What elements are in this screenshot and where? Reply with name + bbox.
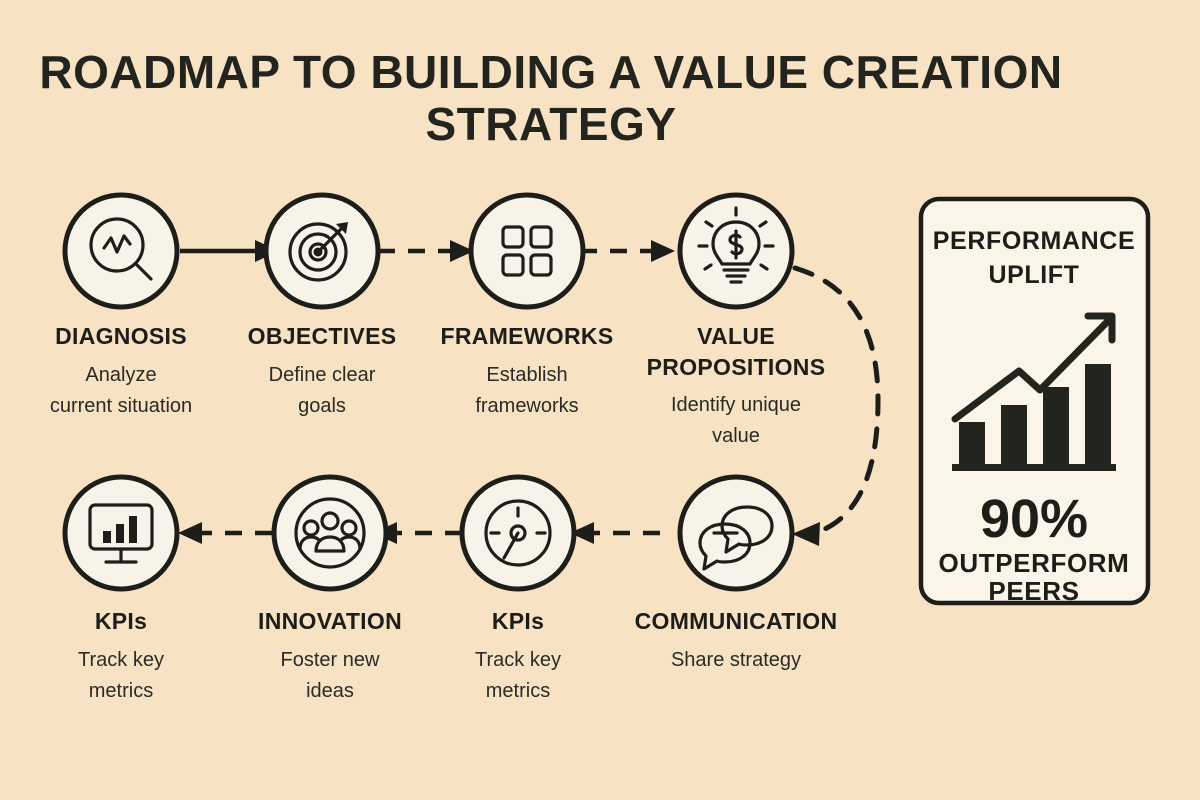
step-desc-value-propositions-line-2: value — [712, 425, 760, 447]
step-title-communication: COMMUNICATION — [635, 608, 838, 634]
step-node-value-propositions[interactable]: VALUE PROPOSITIONS Identify unique value — [647, 192, 826, 447]
step-desc-frameworks-line-1: Establish — [486, 364, 567, 386]
connector-objectives-to-frameworks — [378, 240, 474, 262]
chart-bar-3 — [1043, 387, 1069, 464]
step-title-objectives: OBJECTIVES — [248, 323, 397, 349]
monitor-chart-icon — [88, 503, 154, 564]
connector-communication-to-kpis-gauge — [570, 522, 660, 544]
chart-baseline — [952, 464, 1116, 471]
step-circle-innovation — [271, 474, 389, 592]
target-dart-icon — [288, 222, 348, 282]
step-title-innovation: INNOVATION — [258, 608, 402, 634]
step-node-frameworks[interactable]: FRAMEWORKS Establish frameworks — [441, 192, 614, 417]
step-desc-kpis-gauge-line-1: Track key — [475, 649, 561, 671]
step-desc-communication-line-1: Share strategy — [671, 649, 801, 671]
panel-stat-value: 90% — [980, 489, 1088, 549]
step-desc-objectives-line-1: Define clear — [269, 364, 376, 386]
step-circle-frameworks — [468, 192, 586, 310]
people-group-icon — [294, 497, 366, 569]
step-title-value-propositions-line-2: PROPOSITIONS — [647, 354, 826, 380]
step-desc-innovation-line-1: Foster new — [281, 649, 380, 671]
step-desc-innovation-line-2: ideas — [306, 680, 354, 702]
speech-bubbles-icon — [698, 505, 774, 571]
lightbulb-dollar-icon — [697, 206, 775, 284]
connector-innovation-to-kpis-monitor — [178, 522, 272, 544]
step-circle-diagnosis — [62, 192, 180, 310]
step-node-communication[interactable]: COMMUNICATION Share strategy — [635, 474, 838, 671]
page-title-line-1: ROADMAP TO BUILDING A VALUE CREATION — [39, 46, 1062, 98]
gauge-icon — [484, 499, 552, 567]
step-node-objectives[interactable]: OBJECTIVES Define clear goals — [248, 192, 397, 417]
chart-bar-1 — [959, 422, 985, 464]
step-title-frameworks: FRAMEWORKS — [441, 323, 614, 349]
grid-squares-icon — [501, 225, 553, 277]
performance-uplift-panel[interactable]: PERFORMANCE UPLIFT 90% OUTPERFORM PEERS — [918, 196, 1151, 606]
step-desc-kpis-gauge-line-2: metrics — [486, 680, 550, 702]
step-node-kpis-monitor[interactable]: KPIs Track key metrics — [62, 474, 180, 702]
step-desc-diagnosis-line-2: current situation — [50, 395, 192, 417]
step-title-kpis-gauge: KPIs — [492, 608, 544, 634]
connector-frameworks-to-value-propositions — [580, 240, 675, 262]
panel-heading-line-2: UPLIFT — [988, 261, 1079, 289]
page-title-line-2: STRATEGY — [425, 98, 676, 150]
step-desc-value-propositions-line-1: Identify unique — [671, 394, 801, 416]
panel-stat-label-line-1: OUTPERFORM — [939, 548, 1130, 578]
panel-stat-label-line-2: PEERS — [988, 576, 1079, 606]
chart-bar-2 — [1001, 405, 1027, 464]
chart-trend-arrowhead — [1084, 312, 1116, 344]
step-desc-objectives-line-2: goals — [298, 395, 346, 417]
step-title-value-propositions-line-1: VALUE — [697, 323, 775, 349]
step-desc-frameworks-line-2: frameworks — [475, 395, 578, 417]
step-node-innovation[interactable]: INNOVATION Foster new ideas — [258, 474, 402, 702]
magnifier-pulse-icon — [89, 217, 153, 281]
step-desc-kpis-monitor-line-1: Track key — [78, 649, 164, 671]
panel-frame — [918, 196, 1151, 606]
step-node-kpis-gauge[interactable]: KPIs Track key metrics — [459, 474, 577, 702]
step-node-diagnosis[interactable]: DIAGNOSIS Analyze current situation — [50, 192, 192, 417]
step-desc-kpis-monitor-line-2: metrics — [89, 680, 153, 702]
connector-value-propositions-to-communication — [792, 265, 881, 546]
panel-heading-line-1: PERFORMANCE — [933, 227, 1135, 255]
step-title-diagnosis: DIAGNOSIS — [55, 323, 187, 349]
step-title-kpis-monitor: KPIs — [95, 608, 147, 634]
chart-trend-line — [951, 317, 1112, 423]
growth-chart-arrow-icon — [951, 312, 1116, 471]
step-desc-diagnosis-line-1: Analyze — [85, 364, 156, 386]
chart-bar-4 — [1085, 364, 1111, 464]
